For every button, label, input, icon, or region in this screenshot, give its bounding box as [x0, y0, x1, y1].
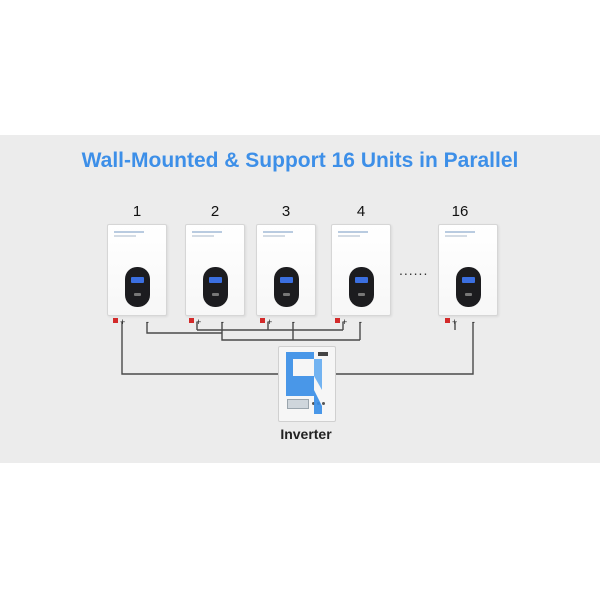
inverter-brand-badge: [318, 352, 328, 356]
negative-label-2: -: [221, 317, 224, 327]
negative-label-4: -: [359, 317, 362, 327]
negative-label-3: -: [292, 317, 295, 327]
battery-logo-icon: [465, 293, 472, 296]
battery-model-text: [192, 235, 214, 237]
positive-terminal-1: [113, 318, 118, 323]
battery-logo-icon: [134, 293, 141, 296]
positive-label-16: +: [452, 317, 458, 327]
positive-label-2: +: [196, 317, 202, 327]
unit-number-16: 16: [451, 203, 469, 220]
battery-model-text: [445, 235, 467, 237]
positive-label-4: +: [342, 317, 348, 327]
battery-model-text: [114, 235, 136, 237]
battery-display-panel: [274, 267, 299, 307]
battery-screen: [462, 277, 475, 283]
battery-brand-text: [445, 231, 475, 233]
unit-number-4: 4: [356, 203, 366, 220]
battery-brand-text: [338, 231, 368, 233]
diagram-title: Wall-Mounted & Support 16 Units in Paral…: [81, 149, 519, 172]
unit-number-1: 1: [132, 203, 142, 220]
battery-model-text: [338, 235, 360, 237]
positive-label-1: +: [120, 317, 126, 327]
inverter-logo-icon: [286, 352, 322, 414]
unit-number-2: 2: [210, 203, 220, 220]
battery-brand-text: [114, 231, 144, 233]
battery-logo-icon: [358, 293, 365, 296]
battery-unit-3: [256, 224, 316, 316]
battery-brand-text: [192, 231, 222, 233]
positive-label-3: +: [267, 317, 273, 327]
unit-number-3: 3: [281, 203, 291, 220]
battery-display-panel: [456, 267, 481, 307]
negative-label-1: -: [146, 317, 149, 327]
positive-terminal-2: [189, 318, 194, 323]
battery-display-panel: [203, 267, 228, 307]
battery-unit-16: [438, 224, 498, 316]
battery-logo-icon: [283, 293, 290, 296]
more-units-ellipsis: ......: [399, 262, 429, 278]
inverter-label: Inverter: [280, 426, 332, 442]
inverter-lcd-display: [287, 399, 309, 409]
positive-terminal-3: [260, 318, 265, 323]
battery-unit-2: [185, 224, 245, 316]
battery-screen: [355, 277, 368, 283]
negative-link-1-2: [146, 322, 222, 334]
battery-brand-text: [263, 231, 293, 233]
inverter-button: [312, 402, 315, 405]
positive-terminal-16: [445, 318, 450, 323]
battery-logo-icon: [212, 293, 219, 296]
battery-screen: [131, 277, 144, 283]
battery-display-panel: [349, 267, 374, 307]
positive-wire-left: [121, 322, 278, 375]
battery-display-panel: [125, 267, 150, 307]
battery-screen: [280, 277, 293, 283]
negative-label-16: -: [472, 317, 475, 327]
battery-unit-1: [107, 224, 167, 316]
positive-terminal-4: [335, 318, 340, 323]
battery-screen: [209, 277, 222, 283]
negative-link-2-3: [221, 333, 293, 341]
negative-wire-right: [334, 322, 474, 375]
inverter-button: [322, 402, 325, 405]
battery-model-text: [263, 235, 285, 237]
battery-unit-4: [331, 224, 391, 316]
